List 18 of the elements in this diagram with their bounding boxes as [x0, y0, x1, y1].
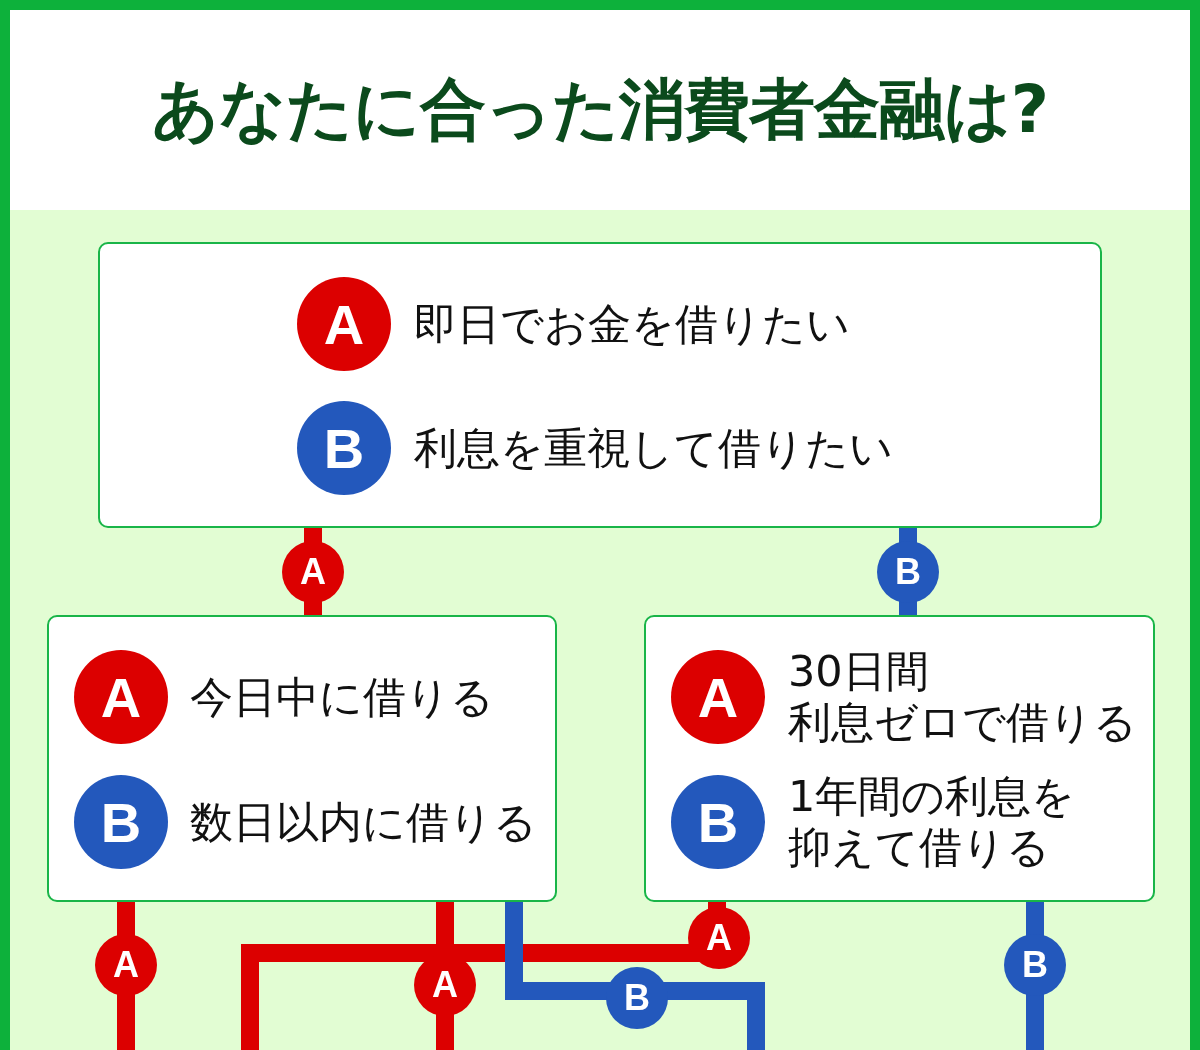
- option-text: 数日以内に借りる: [190, 797, 537, 847]
- option-box: [98, 242, 1102, 528]
- option-badge: B: [74, 775, 168, 869]
- option-badge: A: [671, 650, 765, 744]
- connector-line: [241, 902, 726, 1050]
- title: あなたに合った消費者金融は?: [151, 72, 1049, 148]
- option-text: 利息を重視して借りたい: [414, 423, 893, 473]
- option-text: 1年間の利息を抑えて借りる: [788, 771, 1076, 873]
- option-text: 今日中に借りる: [190, 672, 494, 722]
- option-box: [47, 615, 557, 902]
- option-badge: A: [297, 277, 391, 371]
- option-badge: B: [671, 775, 765, 869]
- option-text: 即日でお金を借りたい: [414, 299, 850, 349]
- option-badge: B: [297, 401, 391, 495]
- option-text: 30日間利息ゼロで借りる: [788, 646, 1137, 748]
- connector-line: [505, 902, 765, 1050]
- option-badge: A: [74, 650, 168, 744]
- option-box: [644, 615, 1155, 902]
